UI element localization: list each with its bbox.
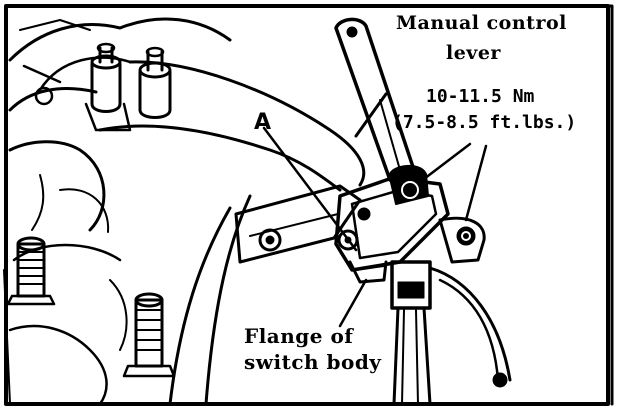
torque-spec-imperial: (7.5-8.5 ft.lbs.) — [392, 112, 577, 133]
figure-frame — [4, 4, 614, 406]
leader-lines — [262, 92, 488, 328]
torque-spec-metric: 10-11.5 Nm — [426, 86, 535, 107]
manual-control-lever — [334, 17, 416, 182]
manual-control-lever-label-cont: lever — [446, 42, 501, 64]
manual-control-lever-label: Manual control — [396, 12, 567, 34]
switch-flange-label-cont: switch body — [244, 350, 382, 374]
point-a-label: A — [254, 110, 272, 135]
stud-bolts — [6, 236, 176, 378]
switch-flange-label: Flange of — [244, 324, 354, 348]
neutral-start-switch — [334, 164, 486, 284]
switch-connector-harness — [390, 260, 512, 406]
vent-fittings — [84, 42, 172, 132]
